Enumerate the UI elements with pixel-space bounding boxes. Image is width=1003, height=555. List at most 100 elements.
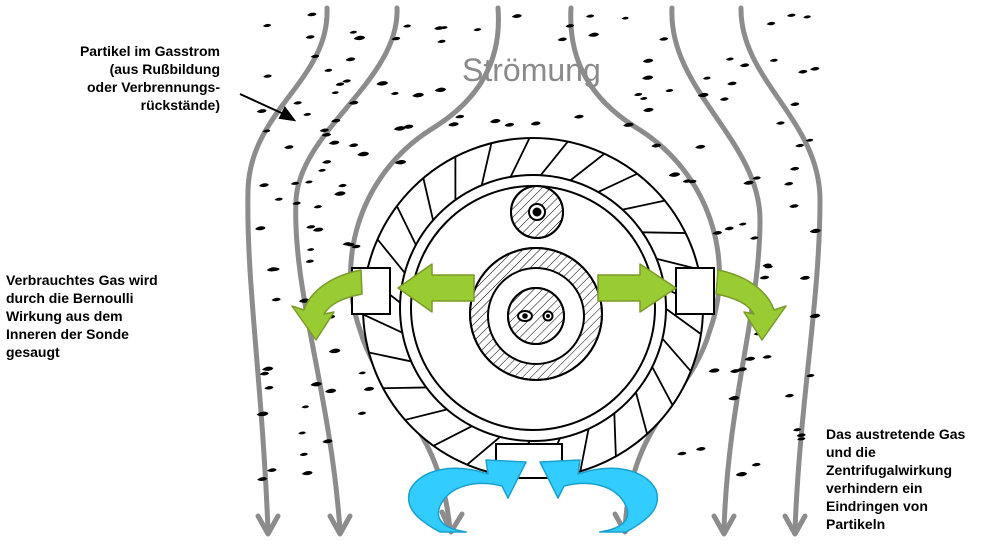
particle xyxy=(302,471,313,475)
ring-hatch-line xyxy=(382,387,428,388)
particle xyxy=(329,141,340,145)
particle xyxy=(795,144,804,147)
note-line: Wirkung aus dem xyxy=(6,307,158,325)
note-line: gesaugt xyxy=(6,343,158,361)
particle xyxy=(770,59,778,62)
particle xyxy=(313,228,324,232)
particle xyxy=(260,372,269,376)
particle xyxy=(448,122,458,126)
particle xyxy=(342,79,351,82)
particle xyxy=(318,169,326,172)
note-line: Partikel im Gasstrom xyxy=(40,42,220,60)
particle xyxy=(730,369,740,373)
particle xyxy=(257,412,269,417)
particle xyxy=(434,26,443,30)
particle xyxy=(257,109,267,113)
note-line: Das austretende Gas xyxy=(826,425,965,443)
particles-note: Partikel im Gasstrom (aus Rußbildung ode… xyxy=(40,42,220,114)
note-line: Partikeln xyxy=(826,515,965,533)
particle xyxy=(726,58,734,61)
particle xyxy=(267,468,277,472)
note-line: Eindringen von xyxy=(826,497,965,515)
note-line: rückstände) xyxy=(40,96,220,114)
particle xyxy=(505,123,515,127)
particle xyxy=(789,204,798,208)
particle xyxy=(790,102,799,106)
particle xyxy=(301,405,309,408)
particle xyxy=(345,57,355,61)
particle xyxy=(331,119,340,123)
particle xyxy=(322,160,331,164)
flow-line xyxy=(741,8,820,530)
particle xyxy=(376,81,388,85)
bernoulli-note: Verbrauchtes Gas wird durch die Bernoull… xyxy=(6,271,158,361)
particle xyxy=(803,15,811,18)
particle xyxy=(262,367,273,371)
particle xyxy=(358,371,365,374)
particle xyxy=(412,93,424,98)
note-line: und die xyxy=(826,443,965,461)
particle xyxy=(324,69,332,72)
particle xyxy=(787,14,796,17)
particle xyxy=(736,472,747,476)
particle xyxy=(354,36,365,40)
particle xyxy=(255,226,265,230)
particle xyxy=(797,433,806,437)
particle xyxy=(403,24,411,27)
particle xyxy=(659,37,668,40)
particle xyxy=(275,198,283,201)
particle xyxy=(263,74,272,77)
particle xyxy=(329,349,341,353)
particle xyxy=(798,70,807,74)
particle xyxy=(284,145,293,149)
particle xyxy=(665,89,673,92)
flow-label: Strömung xyxy=(462,52,601,89)
particle xyxy=(634,93,642,96)
particle xyxy=(677,452,686,456)
particle xyxy=(307,248,314,251)
particle xyxy=(490,119,501,123)
particle xyxy=(338,184,346,187)
sensor-probe xyxy=(352,137,714,479)
particle xyxy=(394,126,405,130)
particle xyxy=(760,276,770,280)
ring-hatch-line xyxy=(641,232,687,233)
particle xyxy=(558,38,567,42)
particle xyxy=(806,139,813,142)
particle xyxy=(643,108,653,112)
particle xyxy=(725,227,734,231)
particle xyxy=(720,97,729,100)
particle xyxy=(264,386,273,390)
particle xyxy=(307,13,316,17)
particle xyxy=(259,183,269,187)
particle xyxy=(306,260,314,263)
particle xyxy=(306,225,315,228)
particle xyxy=(800,276,810,280)
particle xyxy=(642,76,653,80)
particle xyxy=(695,145,705,149)
particle xyxy=(574,115,584,119)
particle xyxy=(272,298,281,302)
particle xyxy=(785,394,794,398)
particle xyxy=(740,63,749,67)
particle xyxy=(455,115,464,118)
particle xyxy=(437,40,445,43)
particle xyxy=(263,24,271,27)
particle xyxy=(810,67,819,71)
particle xyxy=(303,113,311,116)
note-line: verhindern ein xyxy=(826,479,965,497)
blue-curved-arrow-left xyxy=(409,460,526,532)
particle xyxy=(334,191,345,195)
particle xyxy=(473,28,481,31)
particle xyxy=(357,152,369,157)
particle xyxy=(435,88,446,92)
particle xyxy=(332,91,339,94)
particle xyxy=(298,431,306,434)
particle xyxy=(305,180,313,183)
particle xyxy=(588,33,599,37)
centrifugal-note: Das austretende Gas und die Zentrifugalw… xyxy=(826,425,965,533)
note-line: durch die Bernoulli xyxy=(6,289,158,307)
note-line: Verbrauchtes Gas wird xyxy=(6,271,158,289)
particle xyxy=(709,368,720,372)
